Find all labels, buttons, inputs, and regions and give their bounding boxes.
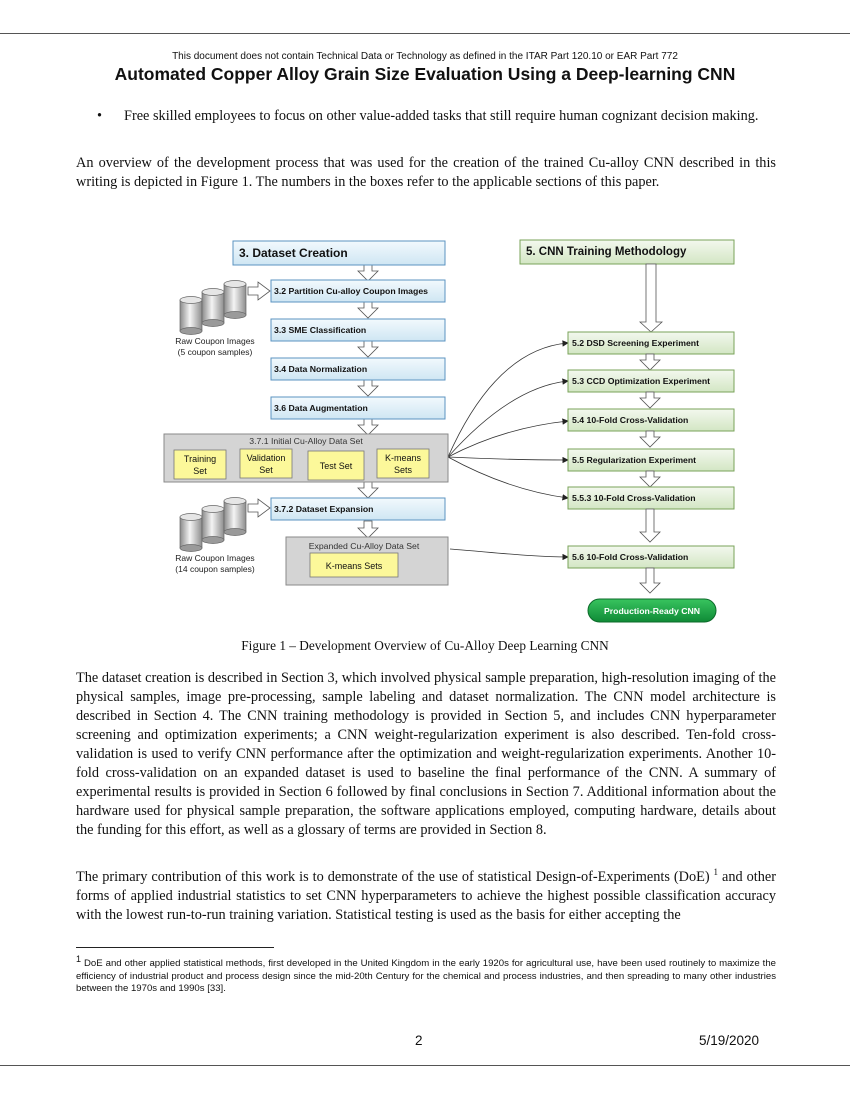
paragraph-contribution-end: and other forms of applied industrial st… xyxy=(76,869,776,923)
down-arrow-4 xyxy=(357,379,379,397)
training-set-line2: Set xyxy=(193,466,207,476)
raw-coupon-label-2-line1: Raw Coupon Images xyxy=(175,553,254,563)
initial-data-set-group: 3.7.1 Initial Cu-Alloy Data Set Training… xyxy=(163,433,449,483)
raw-coupon-label-1-line2: (5 coupon samples) xyxy=(178,347,253,357)
expanded-data-set-label: Expanded Cu-Alloy Data Set xyxy=(309,541,420,551)
cv1-label: 5.4 10-Fold Cross-Validation xyxy=(572,415,688,425)
sme-label: 3.3 SME Classification xyxy=(274,325,366,335)
footnote: 1 DoE and other applied statistical meth… xyxy=(76,954,776,996)
page-number: 2 xyxy=(415,1033,423,1048)
bullet-text: Free skilled employees to focus on other… xyxy=(124,108,759,124)
kmeans-sets-line2: Sets xyxy=(394,465,413,475)
connector-to-cv1 xyxy=(447,418,569,458)
down-arrow-7 xyxy=(357,520,379,539)
down-arrow-r6 xyxy=(639,567,661,594)
sme-box: 3.3 SME Classification xyxy=(270,318,446,342)
top-rule xyxy=(0,33,850,34)
dataset-creation-label: 3. Dataset Creation xyxy=(239,246,348,260)
augmentation-label: 3.6 Data Augmentation xyxy=(274,403,368,413)
dsd-box: 5.2 DSD Screening Experiment xyxy=(567,331,735,355)
footnote-text: DoE and other applied statistical method… xyxy=(76,958,776,994)
down-arrow-2 xyxy=(357,301,379,319)
paragraph-overview: An overview of the development process t… xyxy=(76,155,776,190)
training-methodology-box: 5. CNN Training Methodology xyxy=(519,239,735,265)
ccd-label: 5.3 CCD Optimization Experiment xyxy=(572,376,710,386)
down-arrow-5 xyxy=(357,418,379,436)
validation-set-line2: Set xyxy=(259,465,273,475)
down-arrow-r1 xyxy=(639,353,661,371)
page-date: 5/19/2020 xyxy=(699,1033,760,1048)
down-arrow-r4 xyxy=(639,470,661,488)
connector-to-ccd xyxy=(447,378,569,458)
down-arrow-r2 xyxy=(639,391,661,409)
validation-set-line1: Validation xyxy=(247,453,286,463)
down-arrow-r5 xyxy=(639,508,661,543)
training-set-line1: Training xyxy=(184,454,216,464)
down-arrow-r3 xyxy=(639,430,661,448)
connector-to-cv2 xyxy=(447,456,569,501)
footnote-reference[interactable]: 1 xyxy=(713,867,719,878)
connector-to-reg xyxy=(447,456,569,464)
expansion-box: 3.7.2 Dataset Expansion xyxy=(270,497,446,521)
paragraph-contribution-start: The primary contribution of this work is… xyxy=(76,869,714,885)
cv2-box: 5.5.3 10-Fold Cross-Validation xyxy=(567,486,735,510)
expanded-data-set-group: Expanded Cu-Alloy Data Set K-means Sets xyxy=(285,536,449,586)
down-arrow-3 xyxy=(357,340,379,358)
figure-caption: Figure 1 – Development Overview of Cu-Al… xyxy=(241,638,609,653)
connector-to-cv3 xyxy=(449,548,569,561)
connector-curves xyxy=(447,340,569,561)
export-notice: This document does not contain Technical… xyxy=(172,51,678,62)
long-down-arrow xyxy=(638,263,664,333)
bullet-marker: • xyxy=(97,108,103,124)
regularization-label: 5.5 Regularization Experiment xyxy=(572,455,696,465)
augmentation-box: 3.6 Data Augmentation xyxy=(270,396,446,420)
kmeans-sets-expanded: K-means Sets xyxy=(326,561,383,571)
left-down-arrows xyxy=(357,264,379,539)
cv3-box: 5.6 10-Fold Cross-Validation xyxy=(567,545,735,569)
bottom-rule xyxy=(0,1065,850,1066)
dataset-creation-box: 3. Dataset Creation xyxy=(232,240,446,266)
connector-to-dsd xyxy=(447,340,569,458)
normalization-box: 3.4 Data Normalization xyxy=(270,357,446,381)
dsd-label: 5.2 DSD Screening Experiment xyxy=(572,338,699,348)
regularization-box: 5.5 Regularization Experiment xyxy=(567,448,735,472)
partition-label: 3.2 Partition Cu-alloy Coupon Images xyxy=(274,286,428,296)
raw-coupon-database-icon-1 xyxy=(179,280,247,335)
production-ready-label: Production-Ready CNN xyxy=(604,606,700,616)
normalization-label: 3.4 Data Normalization xyxy=(274,364,367,374)
cv1-box: 5.4 10-Fold Cross-Validation xyxy=(567,408,735,432)
figure-1-diagram: 3. Dataset Creation 3.2 Partition Cu-all… xyxy=(163,239,735,623)
expansion-label: 3.7.2 Dataset Expansion xyxy=(274,504,373,514)
ccd-box: 5.3 CCD Optimization Experiment xyxy=(567,369,735,393)
bullet-item: • Free skilled employees to focus on oth… xyxy=(76,107,776,126)
raw-coupon-label-1-line1: Raw Coupon Images xyxy=(175,336,254,346)
test-set-label: Test Set xyxy=(320,461,353,471)
down-arrow-1 xyxy=(357,264,379,282)
training-methodology-label: 5. CNN Training Methodology xyxy=(526,246,687,258)
right-arrow-to-partition xyxy=(247,281,271,301)
production-ready-box: Production-Ready CNN xyxy=(587,598,717,623)
cv2-label: 5.5.3 10-Fold Cross-Validation xyxy=(572,493,696,503)
paragraph-dataset-description: The dataset creation is described in Sec… xyxy=(76,670,776,838)
down-arrow-6 xyxy=(357,481,379,499)
kmeans-sets-line1: K-means xyxy=(385,453,422,463)
raw-coupon-label-2-line2: (14 coupon samples) xyxy=(175,564,255,574)
initial-data-set-label: 3.7.1 Initial Cu-Alloy Data Set xyxy=(249,436,363,446)
partition-box: 3.2 Partition Cu-alloy Coupon Images xyxy=(270,279,446,303)
footnote-marker: 1 xyxy=(76,953,82,964)
right-arrow-to-expansion xyxy=(247,498,271,518)
raw-coupon-database-icon-2 xyxy=(179,497,247,552)
paragraph-contribution: The primary contribution of this work is… xyxy=(76,868,776,925)
cv3-label: 5.6 10-Fold Cross-Validation xyxy=(572,552,688,562)
footnote-separator xyxy=(76,947,274,948)
document-title: Automated Copper Alloy Grain Size Evalua… xyxy=(114,64,736,84)
